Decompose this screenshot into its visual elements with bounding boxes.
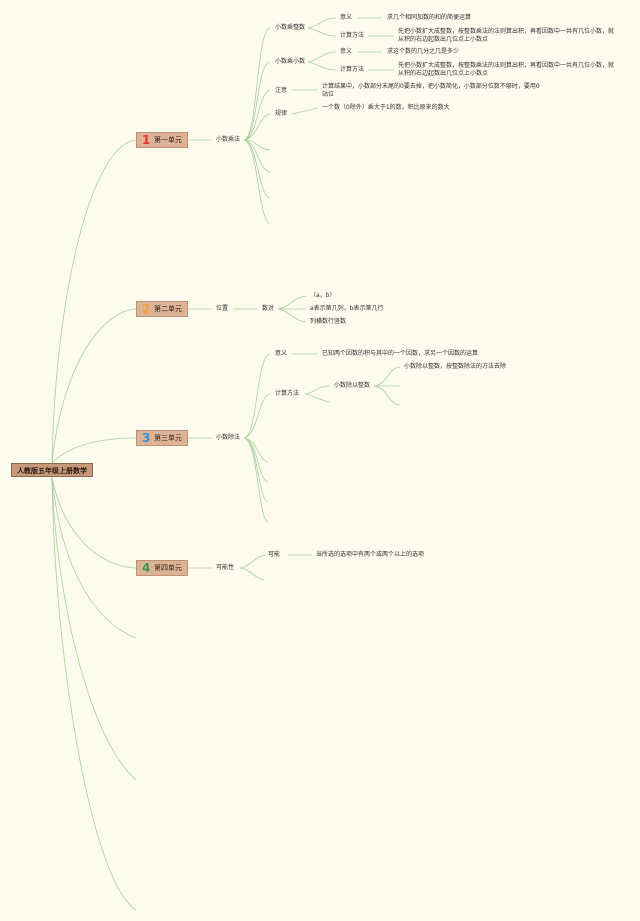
u4-topic-node[interactable]: 可能性: [216, 564, 235, 571]
unit-1-label: 第一单元: [154, 136, 182, 144]
u1-a-meaning-text[interactable]: 求几个相同加数的和的简便运算: [387, 14, 472, 21]
u1-a-method-text[interactable]: 先把小数扩大成整数，按整数乘法的法则算出积，再看因数中一共有几位小数，就从积的右…: [398, 28, 615, 43]
u3-meaning-node[interactable]: 意义: [275, 350, 288, 357]
unit-3-number: 3: [142, 431, 151, 445]
u1-rule-node[interactable]: 规律: [275, 110, 288, 117]
u3-sub-text[interactable]: 小数除以整数，按整数除法的方法去除: [404, 363, 507, 370]
root-node[interactable]: 人教版五年级上册数学: [11, 463, 93, 477]
u3-sub-node[interactable]: 小数除以整数: [334, 382, 371, 389]
u2-sub-node[interactable]: 数对: [262, 305, 275, 312]
unit-2-node[interactable]: 2 第二单元: [136, 301, 188, 317]
u4-sub-node[interactable]: 可能: [268, 551, 281, 558]
u3-topic-node[interactable]: 小数除法: [216, 434, 241, 441]
u1-b-node[interactable]: 小数乘小数: [275, 58, 306, 65]
u1-a-node[interactable]: 小数乘整数: [275, 24, 306, 31]
u2-item-1[interactable]: （a，b）: [310, 292, 336, 299]
unit-3-node[interactable]: 3 第三单元: [136, 430, 188, 446]
u1-rule-text[interactable]: 一个数（0除外）乘大于1的数，积比原来的数大: [322, 104, 450, 111]
unit-3-label: 第三单元: [154, 434, 182, 442]
unit-2-label: 第二单元: [154, 305, 182, 313]
u1-b-method-text[interactable]: 先把小数扩大成整数，按整数乘法的法则算出积，再看因数中一共有几位小数，就从积的右…: [398, 62, 615, 77]
u3-meaning-text[interactable]: 已知两个因数的积与其中的一个因数，求另一个因数的运算: [322, 350, 479, 357]
u1-a-method-node[interactable]: 计算方法: [340, 32, 365, 39]
unit-1-node[interactable]: 1 第一单元: [136, 132, 188, 148]
unit-1-number: 1: [142, 133, 151, 147]
unit-2-number: 2: [142, 302, 151, 316]
u2-topic-node[interactable]: 位置: [216, 305, 229, 312]
u1-b-meaning-node[interactable]: 意义: [340, 48, 353, 55]
u1-note-text[interactable]: 计算结果中，小数部分末尾的0要去掉，把小数简化，小数部分位数不够时，要用0站位: [322, 83, 540, 98]
u1-b-meaning-text[interactable]: 求这个数的几分之几是多少: [387, 48, 460, 55]
unit-4-number: 4: [142, 561, 151, 575]
u3-method-node[interactable]: 计算方法: [275, 390, 300, 397]
u1-topic-node[interactable]: 小数乘法: [216, 136, 241, 143]
u2-item-3[interactable]: 列横数行竖数: [310, 318, 347, 325]
unit-4-label: 第四单元: [154, 564, 182, 572]
u1-a-meaning-node[interactable]: 意义: [340, 14, 353, 21]
u4-text[interactable]: 当所选的选项中有两个或两个以上的选项: [316, 551, 425, 558]
unit-4-node[interactable]: 4 第四单元: [136, 560, 188, 576]
u1-note-node[interactable]: 注意: [275, 87, 288, 94]
u2-item-2[interactable]: a表示第几列，b表示第几行: [310, 305, 384, 312]
u1-b-method-node[interactable]: 计算方法: [340, 66, 365, 73]
